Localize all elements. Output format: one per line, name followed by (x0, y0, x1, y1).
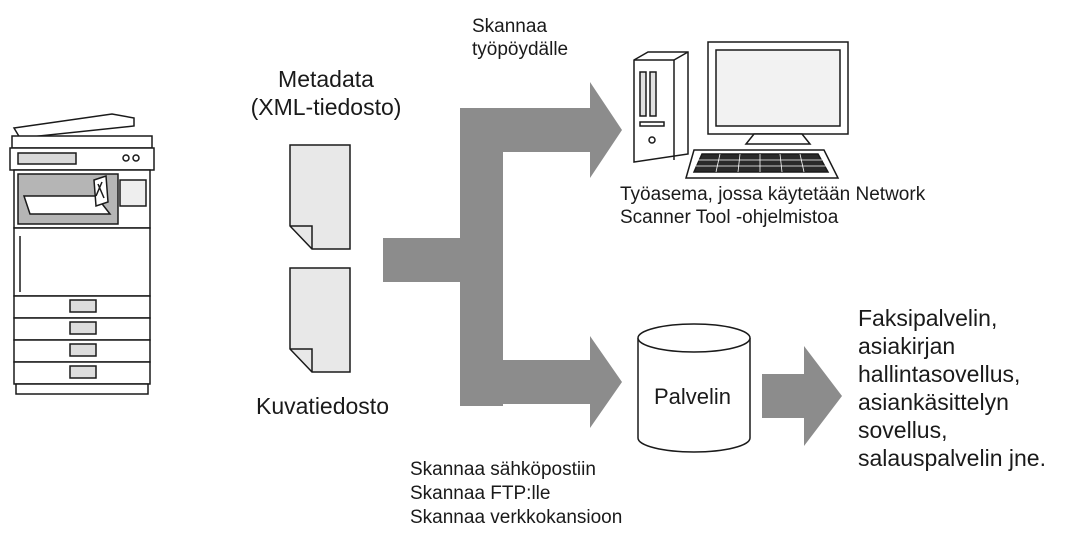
scan-to-desktop-label: Skannaa työpöydälle (472, 16, 569, 60)
image-file-label: Kuvatiedosto (256, 393, 389, 419)
scan-destinations-label: Skannaa sähköpostiin Skannaa FTP:lle Ska… (410, 459, 623, 528)
arrow-spine (460, 108, 503, 406)
arrow-to-server (460, 336, 622, 428)
arrow-to-workstation (460, 82, 622, 178)
desktop-computer-icon (633, 41, 849, 179)
server-label: Palvelin (654, 384, 732, 409)
printer-icon (9, 113, 155, 395)
arrow-to-applications (762, 346, 842, 446)
image-document-icon (289, 267, 351, 373)
server-cylinder-icon (637, 323, 751, 453)
flow-arrows (383, 82, 842, 446)
metadata-document-icon (289, 144, 351, 250)
metadata-label: Metadata (XML-tiedosto) (250, 66, 402, 120)
workstation-label: Työasema, jossa käytetään Network Scanne… (620, 184, 926, 228)
applications-label: Faksipalvelin, asiakirjan hallintasovell… (858, 305, 1046, 472)
